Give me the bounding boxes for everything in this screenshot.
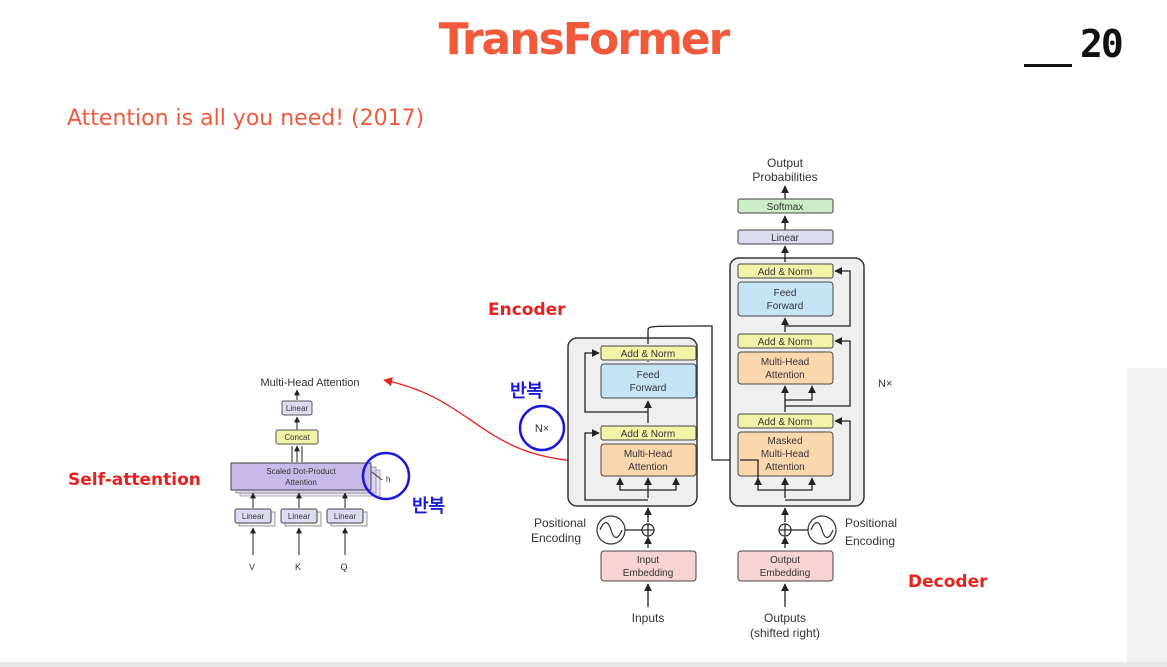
output-emb-label-2: Embedding (760, 568, 811, 579)
decoder-addnorm-mid-label: Add & Norm (758, 337, 812, 348)
mha-h: h (386, 475, 390, 484)
output-prob-label-1: Output (767, 156, 804, 170)
outputs-label-2: (shifted right) (750, 626, 820, 640)
softmax-label: Softmax (767, 202, 804, 213)
slide-title: TransFormer (438, 14, 731, 65)
encoder-ff-label-1: Feed (637, 370, 660, 381)
encoder-ff-label-2: Forward (630, 383, 667, 394)
encoder-addnorm-bottom-label: Add & Norm (621, 429, 675, 440)
decoder-addnorm-mid (737, 333, 834, 349)
encoder-pos-label-2: Encoding (531, 531, 581, 545)
encoder-repeat-circle (518, 404, 566, 452)
mha-input-k: K (295, 562, 301, 572)
mha-linear-top (281, 400, 313, 416)
mha-linears (234, 508, 368, 527)
scaled-label-1: Scaled Dot-Product (266, 467, 336, 476)
decoder-mha (737, 351, 834, 385)
encoder-mha-label-1: Multi-Head (624, 449, 672, 460)
encoder-block (567, 337, 698, 507)
mha-linear-v: Linear (242, 512, 265, 521)
mha-linear-top-label: Linear (286, 404, 309, 413)
slide-subtitle: Attention is all you need! (2017) (67, 106, 425, 131)
input-emb-label-1: Input (637, 555, 659, 566)
decoder-nx: N× (878, 378, 892, 390)
decoder-addnorm-bottom-label: Add & Norm (758, 417, 812, 428)
attention-repeat-circle (361, 451, 411, 501)
decoder-feed-forward (737, 281, 834, 317)
masked-label-3: Attention (765, 462, 804, 473)
decoder-addnorm-top (737, 263, 834, 279)
scaled-label-2: Attention (285, 478, 317, 487)
decoder-pos-label-1: Positional (845, 516, 897, 530)
input-embedding (600, 550, 697, 582)
decoder-addnorm-top-label: Add & Norm (758, 267, 812, 278)
encoder-mha (600, 443, 697, 477)
mha-input-v: V (249, 562, 255, 572)
encoder-nx: N× (535, 423, 549, 435)
page-number: 20 (1080, 22, 1124, 66)
output-embedding (737, 550, 834, 582)
page-number-underline (1024, 64, 1072, 67)
decoder-ff-label-2: Forward (767, 301, 804, 312)
decoder-addnorm-bottom (737, 413, 834, 429)
scaled-dot-product (230, 462, 372, 491)
mha-linear-q: Linear (334, 512, 357, 521)
outputs-label-1: Outputs (764, 611, 806, 625)
encoder-addnorm-bottom (600, 425, 697, 441)
softmax (737, 198, 834, 214)
encoder-feed-forward (600, 363, 697, 399)
bottom-bar (0, 662, 1167, 667)
output-linear (737, 229, 834, 245)
decoder-mha-label-1: Multi-Head (761, 357, 809, 368)
input-emb-label-2: Embedding (623, 568, 674, 579)
output-linear-label: Linear (771, 233, 799, 244)
repeat-encoder-label: 반복 (510, 381, 543, 402)
encoder-addnorm-top (600, 345, 697, 361)
encoder-pos-label-1: Positional (534, 516, 586, 530)
repeat-attention-label: 반복 (412, 496, 445, 517)
mha-concat-label: Concat (284, 433, 310, 442)
output-emb-label-1: Output (770, 555, 800, 566)
decoder-mha-label-2: Attention (765, 370, 804, 381)
masked-label-1: Masked (767, 436, 802, 447)
mha-input-q: Q (340, 562, 347, 572)
encoder-mha-label-2: Attention (628, 462, 667, 473)
encoder-label: Encoder (488, 300, 566, 320)
mha-title: Multi-Head Attention (260, 377, 359, 389)
output-prob-label-2: Probabilities (752, 170, 817, 184)
decoder-label: Decoder (908, 572, 988, 592)
decoder-pos-label-2: Encoding (845, 534, 895, 548)
masked-label-2: Multi-Head (761, 449, 809, 460)
encoder-addnorm-top-label: Add & Norm (621, 349, 675, 360)
mha-linear-k: Linear (288, 512, 311, 521)
self-attention-label: Self-attention (68, 470, 201, 490)
red-pointer-arrow (383, 377, 601, 463)
decoder-ff-label-1: Feed (774, 288, 797, 299)
side-panel (1127, 368, 1167, 662)
mha-concat (275, 429, 319, 445)
inputs-label: Inputs (632, 611, 665, 625)
decoder-masked-mha (737, 431, 834, 477)
